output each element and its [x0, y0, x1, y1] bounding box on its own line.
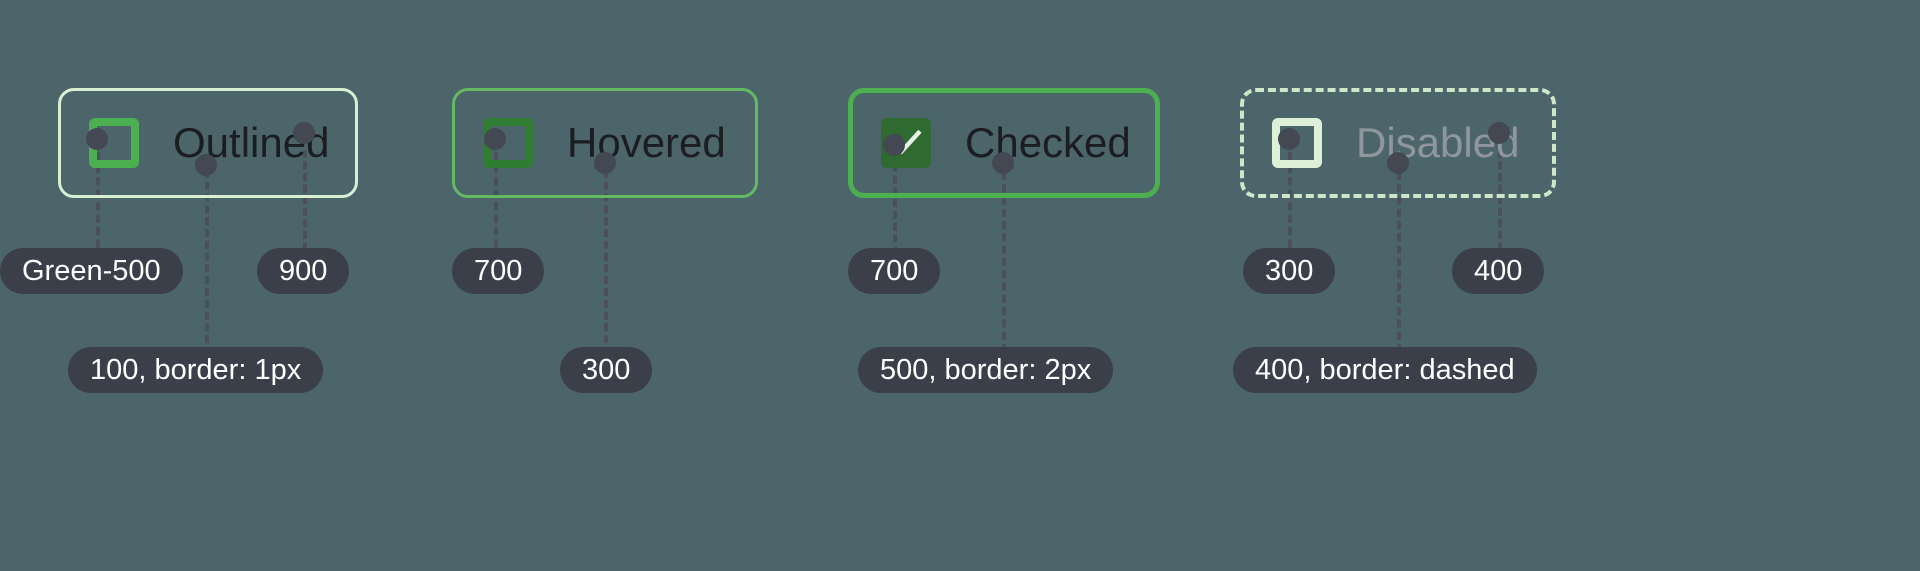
- anchor-dot-hovered-border: [594, 152, 616, 174]
- checkbox-label-hovered: Hovered: [567, 119, 726, 166]
- leader-line-disabled-border: [1397, 172, 1401, 352]
- annotation-pill-outlined-checkbox-color: Green-500: [0, 248, 183, 294]
- anchor-dot-checked-checkbox: [883, 134, 905, 156]
- anchor-dot-outlined-checkbox: [86, 128, 108, 150]
- leader-line-outlined-checkbox: [96, 140, 100, 285]
- leader-line-disabled-label: [1498, 150, 1502, 285]
- annotation-pill-disabled-label-color: 400: [1452, 248, 1545, 294]
- checkbox-label-checked: Checked: [965, 119, 1131, 166]
- annotation-pill-outlined-container-border: 100, border: 1px: [68, 347, 324, 393]
- leader-line-outlined-label: [303, 150, 307, 285]
- leader-line-outlined-border: [205, 170, 209, 355]
- annotation-pill-disabled-checkbox-color: 300: [1243, 248, 1336, 294]
- leader-line-hovered-border: [604, 170, 608, 355]
- checkbox-group-checked[interactable]: Checked: [848, 88, 1160, 198]
- leader-line-disabled-checkbox: [1288, 140, 1292, 285]
- anchor-dot-checked-border: [992, 152, 1014, 174]
- checkbox-unchecked-icon: [1272, 118, 1322, 168]
- checkbox-group-disabled: Disabled: [1240, 88, 1556, 198]
- anchor-dot-outlined-label: [293, 122, 315, 144]
- annotation-pill-checked-container-border: 500, border: 2px: [858, 347, 1114, 393]
- annotation-pill-hovered-container-border: 300: [560, 347, 653, 393]
- leader-line-checked-border: [1002, 172, 1006, 352]
- leader-line-hovered-checkbox: [494, 140, 498, 285]
- anchor-dot-disabled-border: [1387, 152, 1409, 174]
- annotation-pill-hovered-checkbox-color: 700: [452, 248, 545, 294]
- anchor-dot-disabled-checkbox: [1278, 128, 1300, 150]
- anchor-dot-outlined-border: [195, 154, 217, 176]
- annotation-pill-outlined-label-color: 900: [257, 248, 350, 294]
- leader-line-checked-checkbox: [893, 140, 897, 290]
- annotation-pill-disabled-container-border: 400, border: dashed: [1233, 347, 1537, 393]
- annotation-pill-checked-checkbox-color: 700: [848, 248, 941, 294]
- anchor-dot-disabled-label: [1488, 122, 1510, 144]
- anchor-dot-hovered-checkbox: [484, 128, 506, 150]
- checkbox-group-hovered[interactable]: Hovered: [452, 88, 758, 198]
